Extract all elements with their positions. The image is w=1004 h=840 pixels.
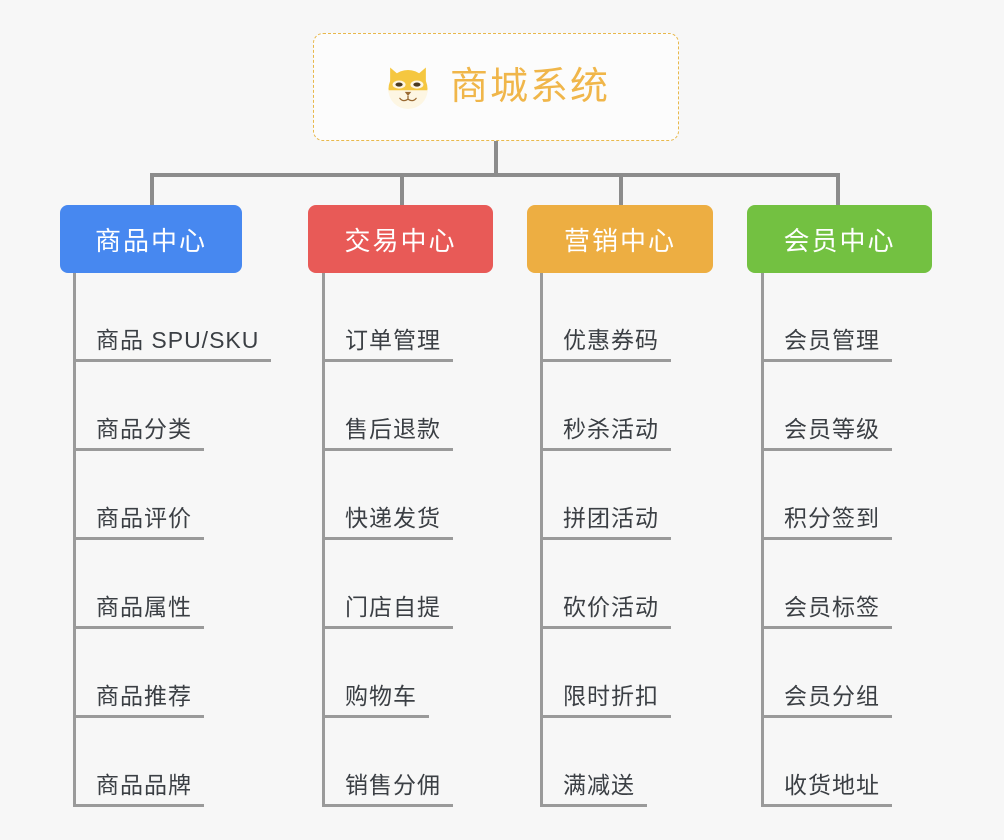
list-item[interactable]: 商品评价 <box>76 451 271 540</box>
leaf-label: 商品分类 <box>76 416 204 451</box>
leaf-label: 收货地址 <box>764 772 892 807</box>
category-label: 交易中心 <box>344 225 457 256</box>
list-item[interactable]: 订单管理 <box>325 273 493 362</box>
leaf-label: 门店自提 <box>325 594 453 629</box>
connector-drop-1 <box>150 173 154 207</box>
leaf-label: 秒杀活动 <box>543 416 671 451</box>
category-header-1[interactable]: 商品中心 <box>60 205 242 273</box>
leaf-label: 会员标签 <box>764 594 892 629</box>
list-item[interactable]: 售后退款 <box>325 362 493 451</box>
connector-horizontal-bus <box>150 173 840 177</box>
category-header-4[interactable]: 会员中心 <box>747 205 932 273</box>
connector-drop-4 <box>836 173 840 207</box>
list-item[interactable]: 秒杀活动 <box>543 362 713 451</box>
leaf-label: 砍价活动 <box>543 594 671 629</box>
list-item[interactable]: 门店自提 <box>325 540 493 629</box>
category-header-3[interactable]: 营销中心 <box>527 205 713 273</box>
leaf-label: 满减送 <box>543 772 647 807</box>
category-column-交易中心: 交易中心 订单管理 售后退款 快递发货 门店自提 购物车 销售分佣 <box>308 205 493 807</box>
list-item[interactable]: 收货地址 <box>764 718 932 807</box>
category-column-商品中心: 商品中心 商品 SPU/SKU 商品分类 商品评价 商品属性 商品推荐 商品品牌 <box>60 205 272 807</box>
list-item[interactable]: 会员管理 <box>764 273 932 362</box>
leaf-label: 会员分组 <box>764 683 892 718</box>
leaf-label: 限时折扣 <box>543 683 671 718</box>
leaf-label: 会员管理 <box>764 327 892 362</box>
list-item[interactable]: 销售分佣 <box>325 718 493 807</box>
leaf-label: 商品评价 <box>76 505 204 540</box>
connector-drop-2 <box>400 173 404 207</box>
list-item[interactable]: 快递发货 <box>325 451 493 540</box>
category-column-会员中心: 会员中心 会员管理 会员等级 积分签到 会员标签 会员分组 收货地址 <box>747 205 932 807</box>
leaf-label: 商品 SPU/SKU <box>76 327 272 362</box>
list-item[interactable]: 拼团活动 <box>543 451 713 540</box>
list-item[interactable]: 购物车 <box>325 629 493 718</box>
list-item[interactable]: 满减送 <box>543 718 713 807</box>
leaf-label: 拼团活动 <box>543 505 671 540</box>
category-label: 会员中心 <box>783 225 896 256</box>
leaf-list-1: 商品 SPU/SKU 商品分类 商品评价 商品属性 商品推荐 商品品牌 <box>73 273 272 807</box>
list-item[interactable]: 会员标签 <box>764 540 932 629</box>
list-item[interactable]: 商品 SPU/SKU <box>76 273 272 362</box>
category-header-2[interactable]: 交易中心 <box>308 205 493 273</box>
leaf-list-2: 订单管理 售后退款 快递发货 门店自提 购物车 销售分佣 <box>322 273 493 807</box>
leaf-label: 购物车 <box>325 683 429 718</box>
leaf-label: 售后退款 <box>325 416 453 451</box>
root-title: 商城系统 <box>449 66 610 108</box>
leaf-list-3: 优惠券码 秒杀活动 拼团活动 砍价活动 限时折扣 满减送 <box>540 273 713 807</box>
leaf-label: 快递发货 <box>325 505 453 540</box>
list-item[interactable]: 积分签到 <box>764 451 932 540</box>
list-item[interactable]: 商品品牌 <box>76 718 271 807</box>
category-column-营销中心: 营销中心 优惠券码 秒杀活动 拼团活动 砍价活动 限时折扣 满减送 <box>527 205 713 807</box>
connector-root-stem <box>494 141 498 177</box>
leaf-label: 销售分佣 <box>325 772 453 807</box>
leaf-label: 商品属性 <box>76 594 204 629</box>
category-label: 营销中心 <box>563 225 676 256</box>
category-label: 商品中心 <box>94 225 207 256</box>
leaf-label: 商品推荐 <box>76 683 204 718</box>
connector-drop-3 <box>619 173 623 207</box>
leaf-label: 商品品牌 <box>76 772 204 807</box>
list-item[interactable]: 会员等级 <box>764 362 932 451</box>
list-item[interactable]: 商品推荐 <box>76 629 271 718</box>
leaf-label: 积分签到 <box>764 505 892 540</box>
list-item[interactable]: 砍价活动 <box>543 540 713 629</box>
list-item[interactable]: 限时折扣 <box>543 629 713 718</box>
shiba-inu-face-icon <box>388 67 428 109</box>
leaf-label: 会员等级 <box>764 416 892 451</box>
list-item[interactable]: 优惠券码 <box>543 273 713 362</box>
list-item[interactable]: 会员分组 <box>764 629 932 718</box>
leaf-label: 订单管理 <box>325 327 453 362</box>
list-item[interactable]: 商品分类 <box>76 362 271 451</box>
leaf-list-4: 会员管理 会员等级 积分签到 会员标签 会员分组 收货地址 <box>761 273 932 807</box>
root-node[interactable]: 商城系统 <box>313 33 679 141</box>
leaf-label: 优惠券码 <box>543 327 671 362</box>
list-item[interactable]: 商品属性 <box>76 540 271 629</box>
